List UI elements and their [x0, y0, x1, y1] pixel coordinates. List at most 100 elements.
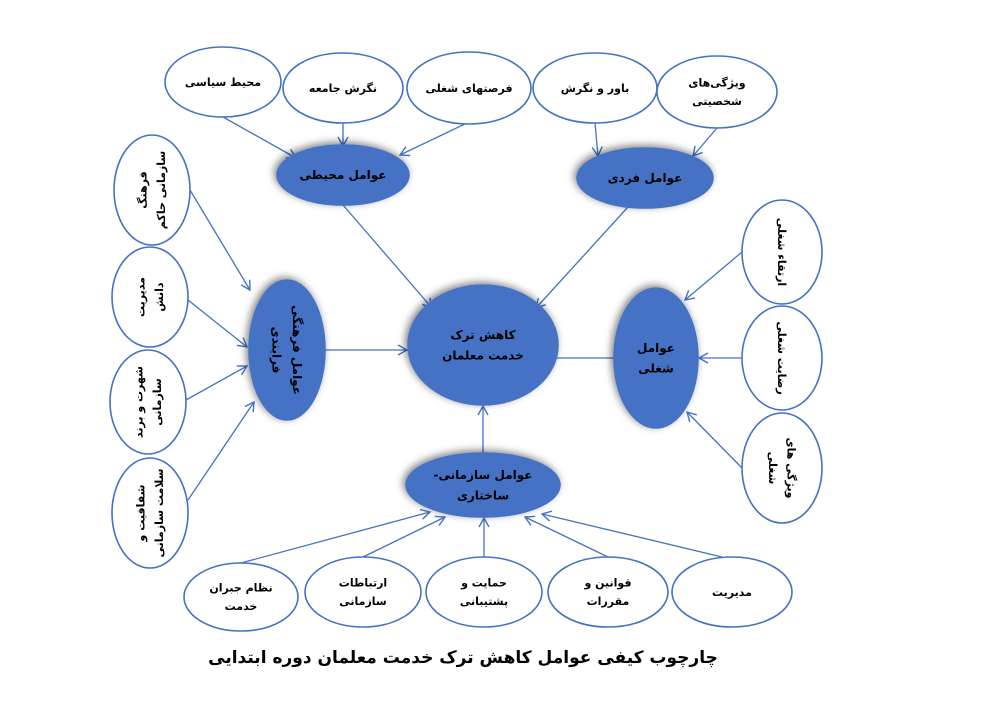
hub-node-cultural: عوامل فرهنگی فرایندی	[248, 279, 326, 421]
factor-node-personality-traits: ویژگی‌های شخصیتی	[656, 55, 778, 129]
connector-arrow	[692, 127, 718, 158]
connector-arrow	[398, 122, 468, 157]
factor-node-transparency-health: شفافیت و سلامت سازمانی	[111, 457, 189, 569]
node-ellipse	[407, 284, 559, 406]
factor-node-job-opportunities: فرصتهای شغلی	[406, 51, 532, 125]
connector-arrow	[187, 299, 249, 348]
node-ellipse	[109, 349, 187, 455]
node-label: مقررات	[587, 595, 630, 608]
node-ellipse	[183, 562, 299, 632]
factor-node-compensation: نظام جبران خدمت	[183, 562, 299, 632]
node-label: سازمانی	[151, 378, 164, 425]
node-label: شغلی	[638, 361, 674, 375]
node-label: سازمانی	[339, 595, 386, 608]
node-label: رضایت شغلی	[775, 321, 788, 394]
node-label: ویژگی‌های	[688, 77, 745, 90]
connector-arrow	[189, 189, 251, 292]
factor-node-communication: ارتباطات سازمانی	[304, 556, 422, 628]
node-label: عوامل فردی	[608, 171, 683, 186]
node-label: مدیریت	[135, 277, 148, 317]
factor-node-rules: قوانین و مقررات	[547, 556, 669, 628]
node-label: شفافیت و	[135, 485, 148, 543]
node-label: محیط سیاسی	[185, 76, 261, 89]
node-label: فرهنگ	[136, 171, 150, 208]
connector-arrow	[187, 400, 255, 501]
factor-node-dominant-culture: فرهنگ سازمانی حاکم	[113, 134, 191, 246]
connector-arrow	[185, 365, 249, 401]
node-ellipse	[111, 457, 189, 569]
factor-node-job-promotion: ارتقاء شغلی	[741, 199, 823, 305]
node-ellipse	[656, 55, 778, 129]
connector-arrow	[523, 515, 609, 558]
node-ellipse	[741, 412, 823, 524]
node-label: پشتیبانی	[460, 595, 508, 608]
node-label: ویژگی های	[785, 437, 798, 498]
node-label: ارتقاء شغلی	[775, 218, 788, 286]
node-ellipse	[405, 452, 561, 518]
node-ellipse	[547, 556, 669, 628]
node-label: دانش	[153, 282, 166, 311]
node-label: عوامل فرهنگی	[289, 305, 304, 395]
factor-node-reputation-brand: شهرت و برند سازمانی	[109, 349, 187, 455]
node-label: شغلی	[766, 452, 779, 485]
hub-node-center: کاهش ترک خدمت معلمان	[407, 284, 559, 406]
node-label: عوامل محیطی	[300, 168, 387, 183]
node-label: ساختاری	[457, 488, 509, 502]
hub-node-organizational: عوامل سازمانی- ساختاری	[405, 452, 561, 518]
hub-node-individual: عوامل فردی	[576, 147, 714, 209]
node-ellipse	[248, 279, 326, 421]
factor-node-job-characteristics: ویژگی های شغلی	[741, 412, 823, 524]
node-label: عوامل سازمانی-	[434, 468, 533, 483]
factor-node-support: حمایت و پشتیبانی	[425, 556, 543, 628]
node-ellipse	[164, 46, 282, 118]
node-label: عوامل	[637, 341, 675, 356]
node-label: نظام جبران	[209, 582, 272, 595]
connector-arrow	[685, 410, 743, 469]
node-label: فرصتهای شغلی	[425, 82, 512, 95]
connector-arrow	[240, 508, 432, 564]
connector-arrow	[362, 515, 447, 558]
node-label: خدمت معلمان	[442, 348, 524, 362]
node-label: شهرت و برند	[133, 366, 146, 438]
node-ellipse	[741, 305, 823, 411]
hub-node-job: عوامل شغلی	[613, 287, 699, 429]
node-label: قوانین و	[583, 577, 631, 590]
factor-node-society-attitude: نگرش جامعه	[282, 52, 404, 124]
node-ellipse	[406, 51, 532, 125]
node-ellipse	[111, 246, 189, 348]
factor-node-job-satisfaction: رضایت شغلی	[741, 305, 823, 411]
node-label: خدمت	[225, 600, 258, 613]
node-label: ارتباطات	[339, 577, 387, 590]
node-ellipse	[741, 199, 823, 305]
node-ellipse	[671, 556, 793, 628]
node-ellipse	[576, 147, 714, 209]
node-ellipse	[282, 52, 404, 124]
hub-node-environmental: عوامل محیطی	[276, 144, 410, 206]
factor-node-belief-attitude: باور و نگرش	[532, 52, 658, 124]
node-label: مدیریت	[712, 586, 752, 599]
node-ellipse	[113, 134, 191, 246]
node-ellipse	[304, 556, 422, 628]
factor-node-knowledge-management: مدیریت دانش	[111, 246, 189, 348]
node-label: فرایندی	[270, 327, 284, 374]
figure-caption: چارچوب کیفی عوامل کاهش ترک خدمت معلمان د…	[208, 648, 718, 668]
node-ellipse	[276, 144, 410, 206]
node-ellipse	[613, 287, 699, 429]
node-label: کاهش ترک	[450, 328, 515, 342]
connector-arrow	[342, 204, 433, 310]
connector-arrow	[591, 122, 603, 158]
node-label: سازمانی حاکم	[155, 151, 168, 229]
node-label: نگرش جامعه	[309, 82, 377, 95]
node-ellipse	[425, 556, 543, 628]
node-label: حمایت و	[460, 577, 507, 590]
factor-node-political-environment: محیط سیاسی	[164, 46, 282, 118]
node-label: باور و نگرش	[561, 82, 629, 95]
node-label: سلامت سازمانی	[153, 469, 166, 558]
connector-arrow	[222, 116, 298, 159]
connector-arrow	[540, 510, 723, 558]
connector-arrow	[683, 251, 743, 301]
node-label: شخصیتی	[692, 95, 742, 108]
connector-arrow	[535, 206, 629, 310]
